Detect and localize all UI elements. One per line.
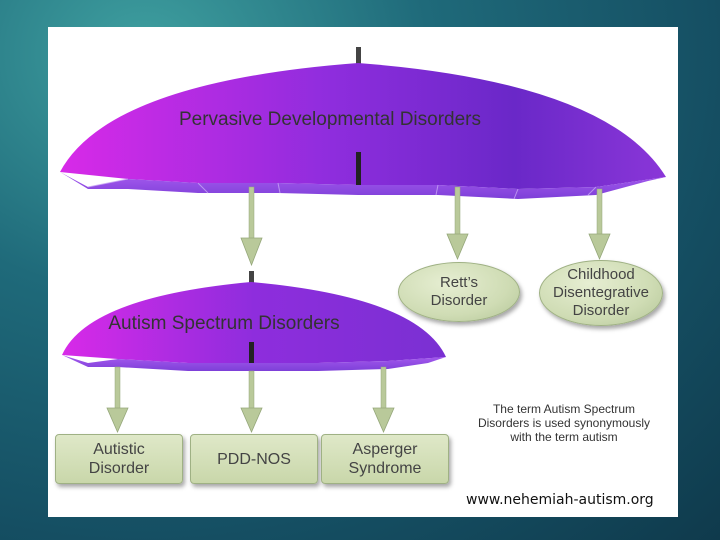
arrow-to-rett: [446, 233, 469, 261]
top-canopy-underside: [60, 172, 666, 199]
mid-umbrella-shaft: [249, 342, 254, 363]
rett-disorder-oval: Rett’s Disorder: [398, 262, 520, 322]
mid-umbrella-label: Autism Spectrum Disorders: [108, 313, 339, 334]
slide: Pervasive Developmental Disorders Autism…: [48, 27, 678, 517]
mid-canopy: [62, 282, 446, 363]
mid-umbrella: [62, 271, 446, 371]
umbrella-tip: [356, 47, 361, 65]
childhood-disintegrative-disorder-oval: Childhood Disentegrative Disorder: [539, 260, 663, 326]
arrow-to-cdd: [588, 233, 611, 261]
arrow-to-asperger: [372, 407, 395, 433]
mid-umbrella-tip: [249, 271, 254, 285]
umbrella-diagram: Pervasive Developmental Disorders Autism…: [60, 47, 666, 433]
source-url: www.nehemiah-autism.org: [466, 492, 654, 508]
mid-arrows: [106, 366, 395, 433]
arrow-to-autistic: [106, 407, 129, 433]
pdd-nos-box: PDD-NOS: [190, 434, 318, 484]
asperger-syndrome-box: Asperger Syndrome: [321, 434, 449, 484]
top-umbrella-label: Pervasive Developmental Disorders: [179, 109, 481, 130]
arrow-to-pddnos: [240, 407, 263, 433]
arrow-to-asd: [240, 237, 263, 267]
autistic-disorder-box: Autistic Disorder: [55, 434, 183, 484]
top-umbrella: [60, 47, 666, 200]
top-arrows: [240, 186, 611, 267]
top-canopy: [60, 63, 666, 189]
synonym-note: The term Autism Spectrum Disorders is us…: [477, 402, 651, 444]
top-umbrella-shaft: [356, 152, 361, 185]
